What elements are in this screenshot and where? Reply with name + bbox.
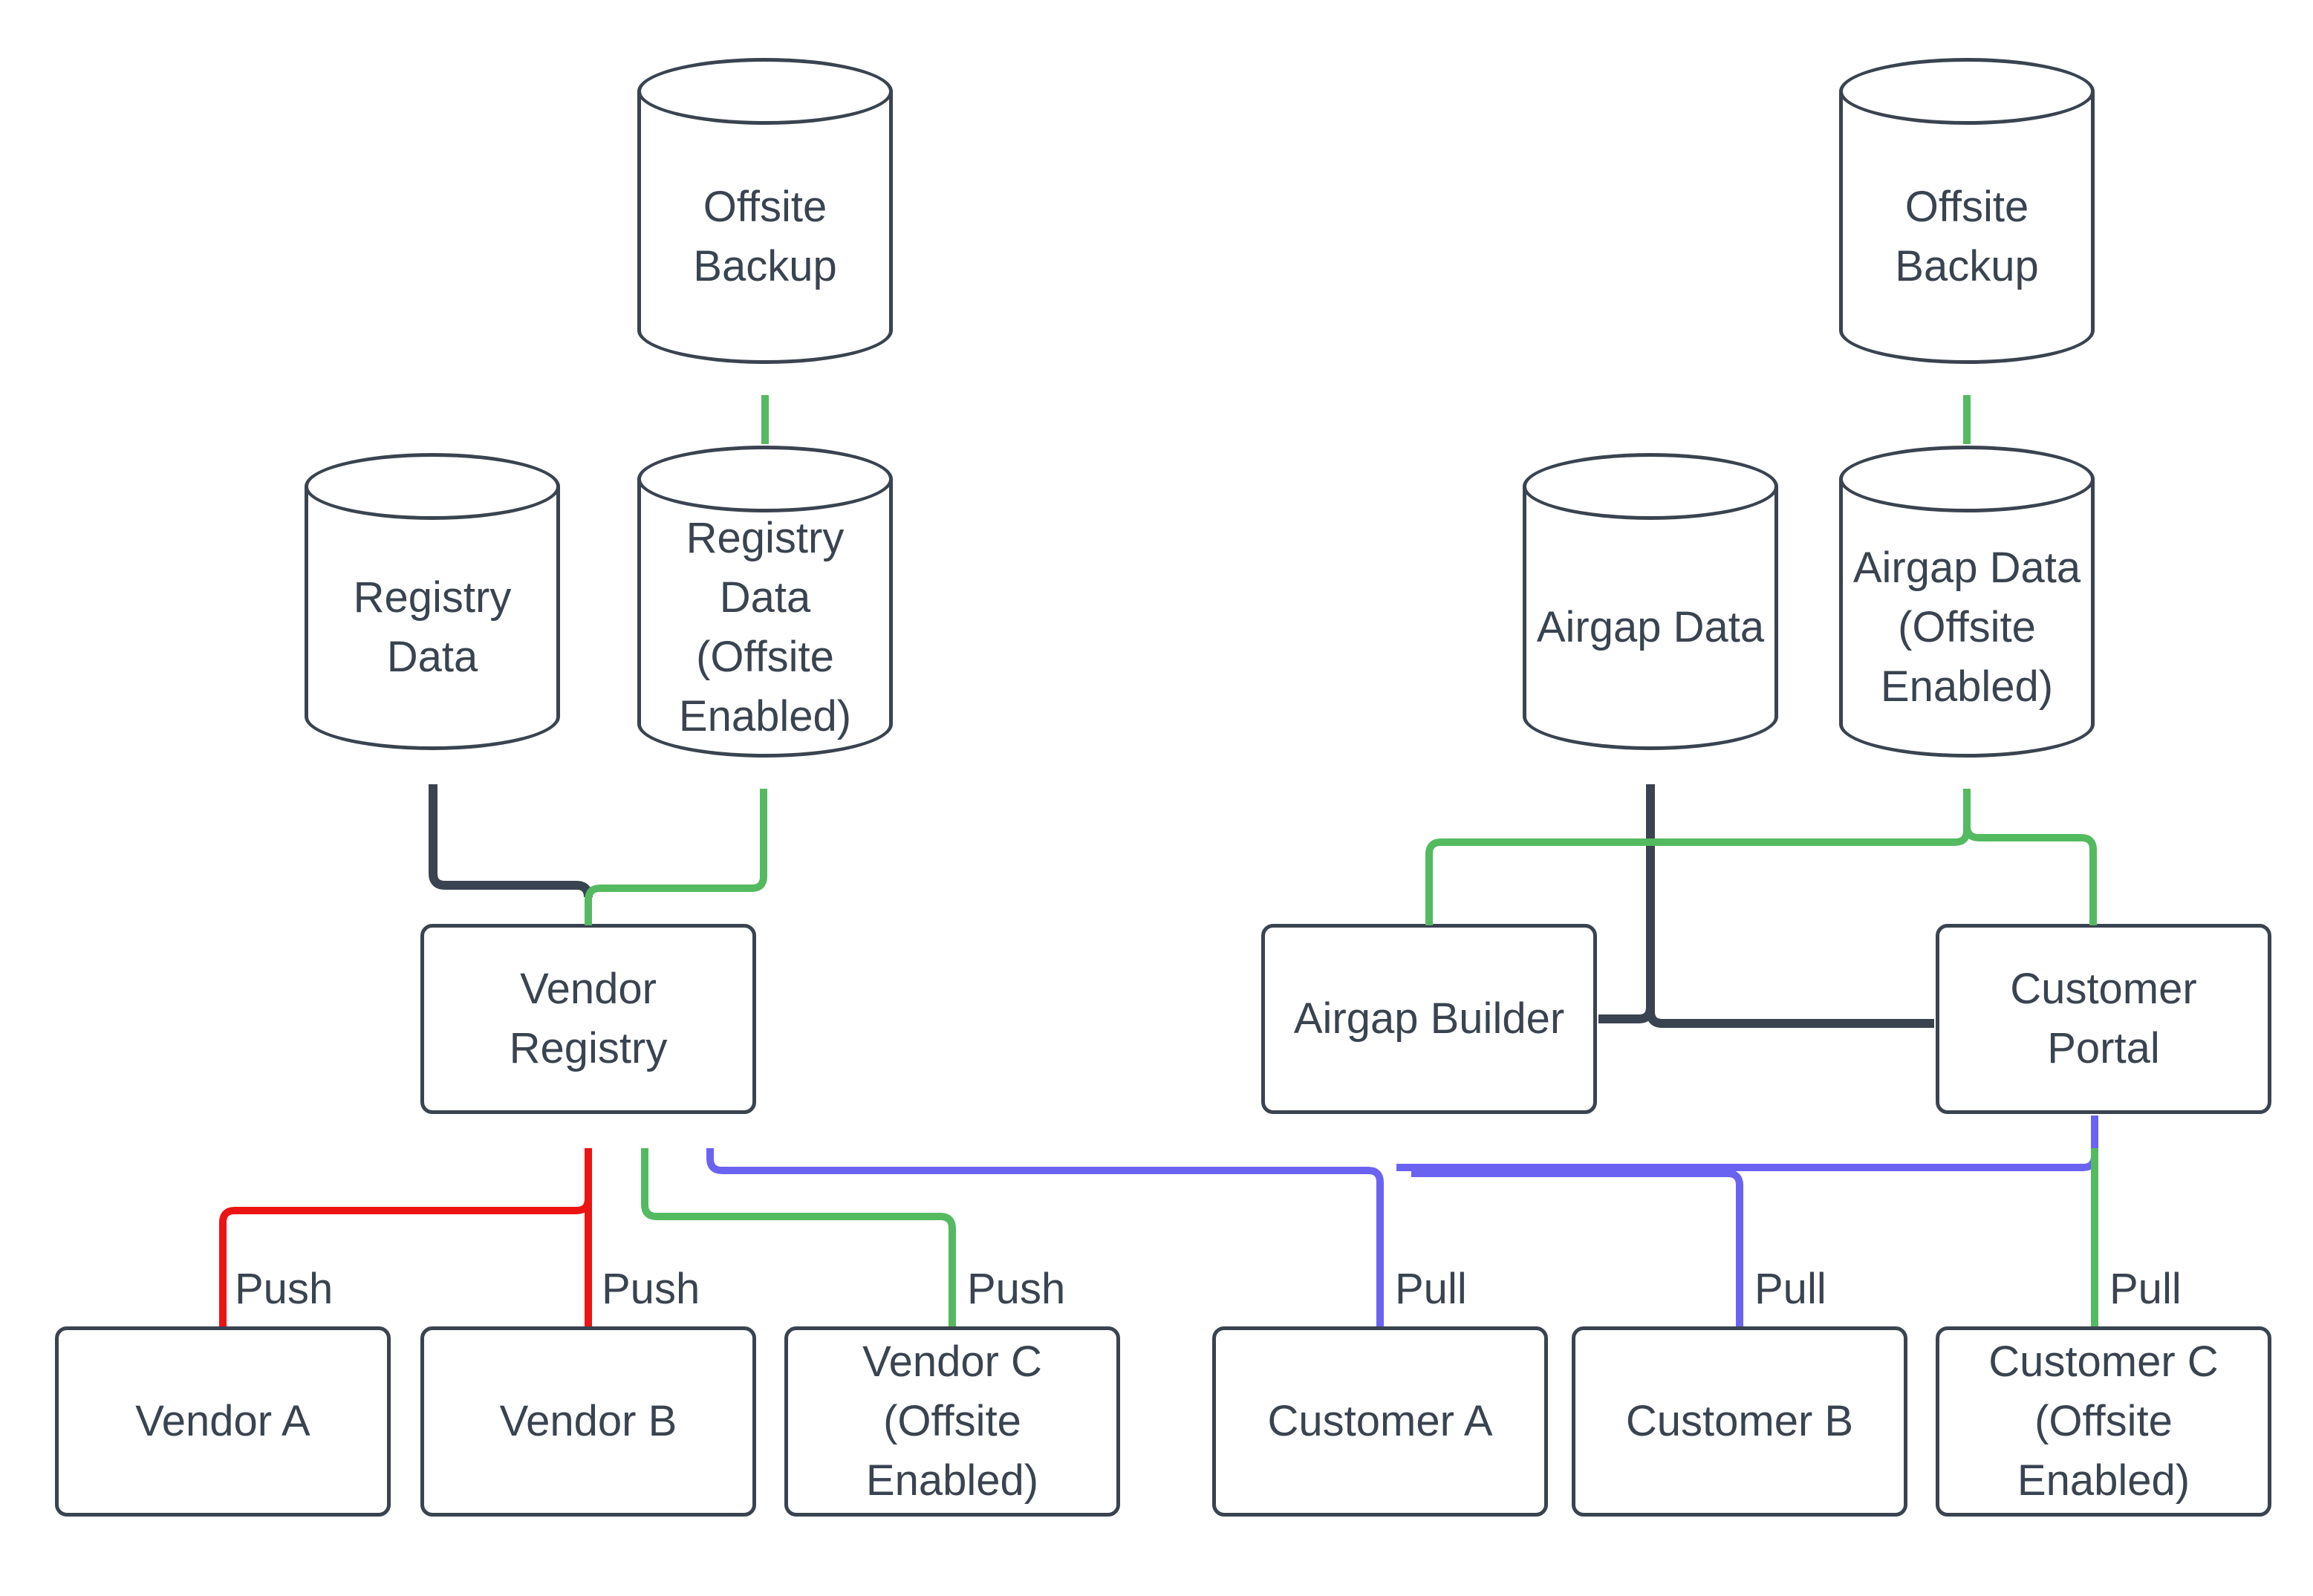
edge-airgap-builder-to-airgap-data	[1598, 784, 1655, 1023]
node-label: Vendor A	[135, 1396, 310, 1445]
node-label: Customer Portal	[2010, 964, 2197, 1072]
node-customer-a: Customer A	[1212, 1326, 1548, 1517]
cylinder-shape	[1839, 479, 2095, 758]
edge-label-push-vendor-b: Push	[602, 1265, 700, 1313]
edge-label-push-vendor-c: Push	[967, 1265, 1066, 1313]
node-label: Customer B	[1625, 1396, 1854, 1445]
node-label: Airgap Data (Offsite Enabled)	[1852, 543, 2081, 711]
cylinder-top-ellipse	[1839, 446, 2095, 512]
edge-airgap-builder-to-airgap-data-offsite	[1425, 789, 1971, 925]
node-vendor-registry: Vendor Registry	[420, 924, 756, 1114]
node-offsite-backup-left: Offsite Backup	[637, 58, 893, 364]
node-registry-data: Registry Data	[305, 453, 560, 750]
node-label: Vendor B	[499, 1396, 677, 1445]
node-customer-portal: Customer Portal	[1936, 924, 2271, 1114]
cylinder-shape	[637, 479, 893, 758]
edge-label-pull-customer-b: Pull	[1754, 1265, 1826, 1313]
node-label: Registry Data (Offsite Enabled)	[678, 513, 852, 741]
cylinder-top-ellipse	[1523, 453, 1778, 520]
node-vendor-a: Vendor A	[55, 1326, 391, 1517]
node-label: Registry Data	[353, 573, 512, 681]
node-airgap-data: Airgap Data	[1523, 453, 1778, 750]
cylinder-top-ellipse	[1839, 58, 2095, 125]
node-label: Offsite Backup	[693, 182, 837, 290]
node-label: Vendor Registry	[509, 964, 668, 1072]
node-offsite-backup-right: Offsite Backup	[1839, 58, 2095, 364]
node-customer-c: Customer C (Offsite Enabled)	[1936, 1326, 2271, 1517]
cylinder-shape	[637, 91, 893, 364]
node-customer-b: Customer B	[1572, 1326, 1907, 1517]
node-label: Customer A	[1267, 1396, 1493, 1445]
edge-vendor-registry-to-registry-data	[429, 784, 593, 898]
cylinder-top-ellipse	[305, 453, 560, 520]
cylinder-top-ellipse	[637, 446, 893, 512]
edge-vendor-registry-to-registry-data-offsite	[585, 789, 767, 925]
edge-label-pull-customer-a: Pull	[1395, 1265, 1467, 1313]
node-label: Airgap Data	[1536, 602, 1765, 651]
edge-label-push-vendor-a: Push	[235, 1265, 334, 1313]
edge-customer-portal-to-vendor-registry	[1396, 1115, 2098, 1171]
node-vendor-b: Vendor B	[420, 1326, 756, 1517]
node-airgap-data-offsite: Airgap Data (Offsite Enabled)	[1839, 446, 2095, 758]
cylinder-shape	[305, 486, 560, 750]
node-label: Offsite Backup	[1895, 182, 2039, 290]
node-registry-data-offsite: Registry Data (Offsite Enabled)	[637, 446, 893, 758]
node-vendor-c: Vendor C (Offsite Enabled)	[784, 1326, 1120, 1517]
node-label: Vendor C (Offsite Enabled)	[862, 1337, 1042, 1505]
cylinder-shape	[1523, 486, 1778, 750]
node-airgap-builder: Airgap Builder	[1261, 924, 1597, 1114]
edge-customer-portal-to-airgap-data-offsite	[1963, 810, 2097, 925]
edge-label-pull-customer-c: Pull	[2109, 1265, 2182, 1313]
cylinder-shape	[1839, 91, 2095, 364]
node-label: Customer C (Offsite Enabled)	[1988, 1337, 2219, 1505]
node-label: Airgap Builder	[1293, 994, 1565, 1043]
cylinder-top-ellipse	[637, 58, 893, 125]
edge-customer-portal-to-airgap-data	[1646, 817, 1934, 1028]
